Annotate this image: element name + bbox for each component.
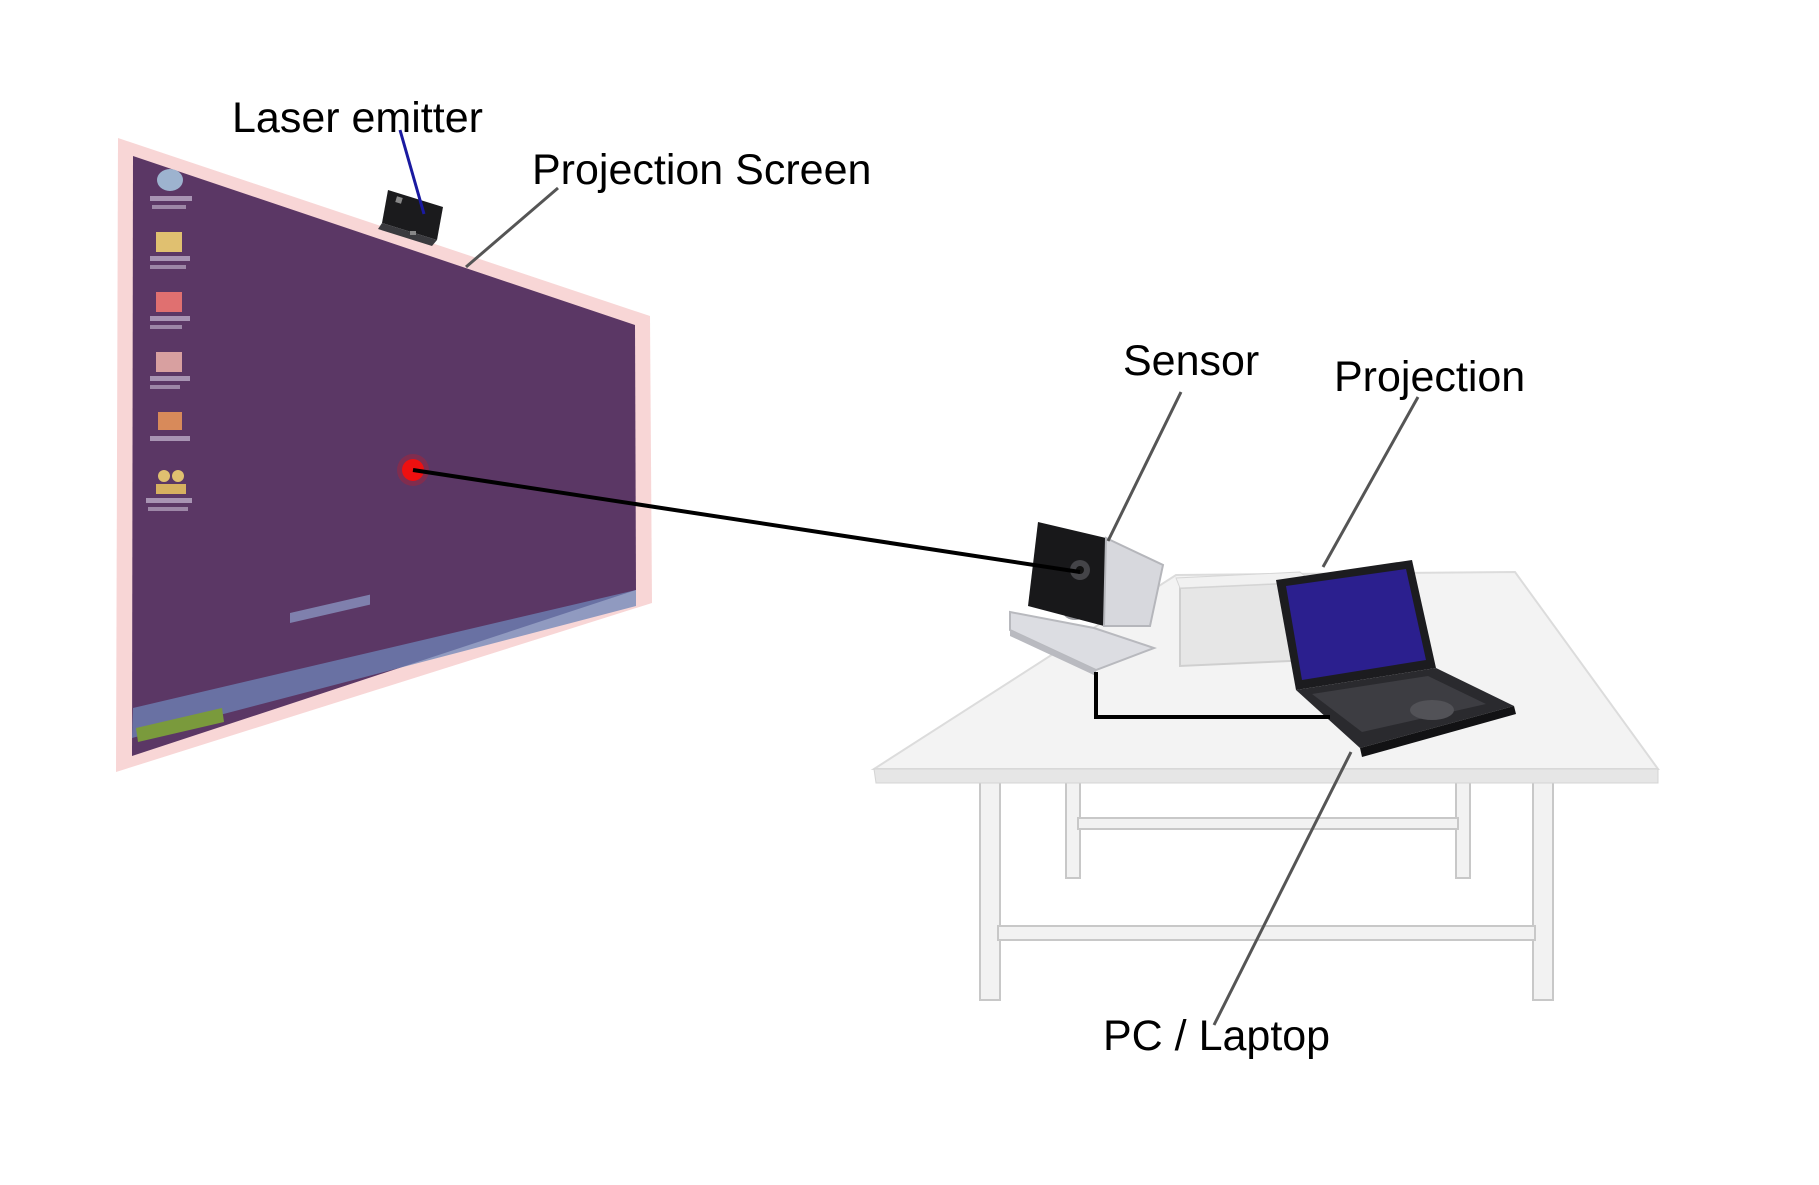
projection-leader [1321,396,1420,568]
folder-icon [150,232,190,269]
projection-screen [116,138,652,772]
app-icon [150,292,190,329]
pc-laptop-leader [1212,751,1353,1026]
laser-beam-line [412,468,1081,574]
connections [412,468,1330,719]
sensor-label: Sensor [1123,337,1259,385]
projection-screen-label: Projection Screen [532,146,871,194]
pc-laptop-label: PC / Laptop [1103,1012,1330,1060]
laptop [1276,560,1516,757]
labels: Laser emitter Projection Screen Sensor P… [232,94,1525,1060]
leader-lines [398,129,1420,1026]
sensor-cable [1094,672,1330,719]
sensor-leader [1106,391,1183,542]
sensor-device [1009,522,1165,676]
laser-emitter-leader [398,129,426,215]
users-icon [146,470,192,511]
app-icon [150,352,190,389]
laser-emitter-device [378,190,443,246]
app-icon [150,412,190,441]
laser-emitter-label: Laser emitter [232,94,483,142]
projection-screen-leader [465,186,559,269]
computer-icon [150,169,192,209]
taskbar [132,590,636,738]
screen-surface [132,156,636,756]
start-button [136,708,224,742]
projection-label: Projection [1334,353,1525,401]
taskbar-item [290,594,370,624]
desktop-icons [146,169,192,511]
